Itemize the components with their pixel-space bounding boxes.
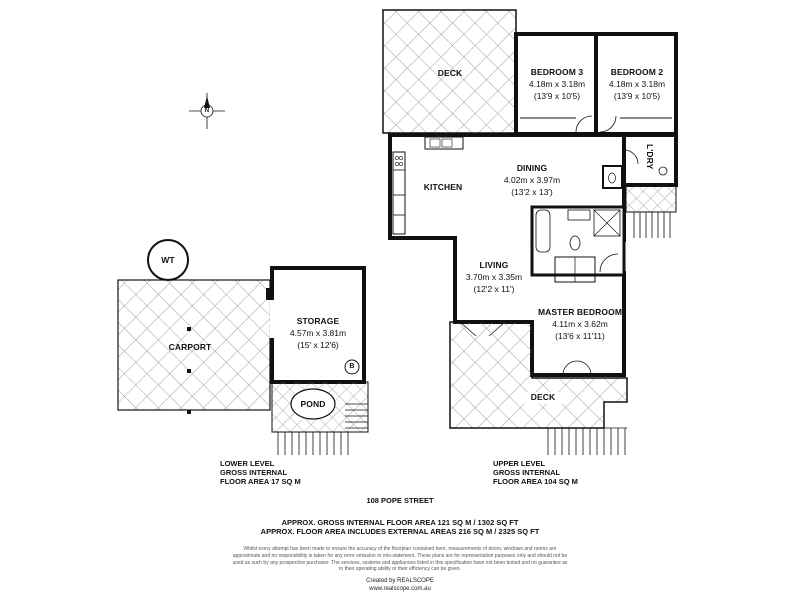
water-tank-label: WT — [152, 254, 184, 266]
laundry-area — [622, 133, 678, 187]
pond-title: POND — [300, 399, 326, 409]
upper-level-line2: GROSS INTERNAL — [493, 468, 561, 477]
deck-bottom-title: DECK — [530, 392, 556, 402]
kitchen-title: KITCHEN — [423, 182, 463, 192]
bathroom-area — [530, 205, 626, 277]
living-imperial: (12'2 x 11') — [473, 284, 515, 294]
compass-label: N — [200, 105, 214, 117]
master-bedroom-imperial: (13'6 x 11'11) — [555, 331, 605, 341]
deck-bottom-label: DECK — [523, 391, 563, 403]
bedroom-3-title: BEDROOM 3 — [530, 67, 584, 77]
created-by: Created by REALSCOPE — [366, 578, 434, 584]
disclaimer-text: Whilst every attempt has been made to en… — [232, 546, 568, 573]
deck-bottom-area — [449, 321, 628, 429]
water-tank-title: WT — [161, 255, 175, 265]
storage-label: STORAGE 4.57m x 3.81m (15' x 12'6) — [276, 315, 360, 351]
external-area: APPROX. FLOOR AREA INCLUDES EXTERNAL ARE… — [260, 527, 540, 536]
water-tank-circle — [147, 239, 189, 281]
storage-imperial: (15' x 12'6) — [297, 340, 339, 350]
bedroom-2-label: BEDROOM 2 4.18m x 3.18m (13'9 x 10'5) — [598, 66, 676, 102]
living-title: LIVING — [479, 260, 509, 270]
deck-top-title: DECK — [437, 68, 463, 78]
upper-level-line3: FLOOR AREA 104 SQ M — [493, 477, 578, 486]
property-address: 108 POPE STREET — [366, 496, 434, 505]
carport-title: CARPORT — [168, 342, 212, 352]
compass-letter: N — [204, 108, 210, 114]
bedroom-3-metric: 4.18m x 3.18m — [528, 79, 586, 89]
credit-block: Created by REALSCOPE www.realscope.com.a… — [0, 577, 800, 593]
compass-icon — [189, 93, 225, 129]
lower-level-line2: GROSS INTERNAL — [220, 468, 288, 477]
pond-label: POND — [295, 398, 331, 410]
dining-imperial: (13'2 x 13') — [511, 187, 553, 197]
boiler-title: B — [349, 363, 355, 370]
master-bedroom-metric: 4.11m x 3.62m — [552, 319, 608, 329]
dining-metric: 4.02m x 3.97m — [503, 175, 561, 185]
deck-laundry-area — [625, 185, 677, 213]
bedroom-3-label: BEDROOM 3 4.18m x 3.18m (13'9 x 10'5) — [518, 66, 596, 102]
upper-level-line1: UPPER LEVEL — [493, 459, 546, 468]
upper-level-note: UPPER LEVEL GROSS INTERNAL FLOOR AREA 10… — [493, 459, 578, 486]
living-metric: 3.70m x 3.35m — [465, 272, 523, 282]
bedroom-3-imperial: (13'9 x 10'5) — [533, 91, 581, 101]
storage-metric: 4.57m x 3.81m — [289, 328, 347, 338]
lower-level-note: LOWER LEVEL GROSS INTERNAL FLOOR AREA 17… — [220, 459, 301, 486]
laundry-label: L'DRY — [644, 144, 656, 170]
boiler-label: B — [345, 361, 359, 373]
dining-label: DINING 4.02m x 3.97m (13'2 x 13') — [496, 162, 568, 198]
dining-title: DINING — [516, 163, 548, 173]
carport-label: CARPORT — [160, 341, 220, 353]
deck-top-label: DECK — [420, 67, 480, 79]
lower-level-line1: LOWER LEVEL — [220, 459, 275, 468]
bedroom-2-title: BEDROOM 2 — [610, 67, 664, 77]
carport-area — [117, 279, 271, 411]
deck-top-area — [382, 9, 517, 134]
bedroom-2-metric: 4.18m x 3.18m — [608, 79, 666, 89]
master-bedroom-label: MASTER BEDROOM 4.11m x 3.62m (13'6 x 11'… — [536, 306, 624, 342]
bedroom-2-imperial: (13'9 x 10'5) — [613, 91, 661, 101]
lower-level-line3: FLOOR AREA 17 SQ M — [220, 477, 301, 486]
website-link[interactable]: www.realscope.com.au — [369, 586, 431, 592]
laundry-title: L'DRY — [645, 144, 655, 170]
gross-internal-area: APPROX. GROSS INTERNAL FLOOR AREA 121 SQ… — [281, 518, 519, 527]
master-bedroom-title: MASTER BEDROOM — [537, 307, 623, 317]
living-label: LIVING 3.70m x 3.35m (12'2 x 11') — [458, 259, 530, 295]
storage-area — [270, 266, 366, 384]
storage-title: STORAGE — [296, 316, 340, 326]
kitchen-label: KITCHEN — [415, 181, 471, 193]
